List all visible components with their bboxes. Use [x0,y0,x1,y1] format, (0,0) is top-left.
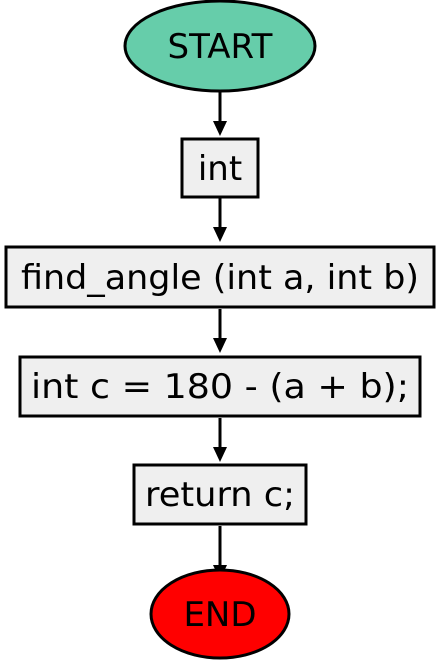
start-node-label: START [168,27,273,67]
return-c-node: return c; [132,463,308,526]
find-angle-node-label: find_angle (int a, int b) [21,258,419,298]
edge-start-to-int [213,92,227,136]
return-c-node-shape [132,463,308,526]
start-node-shape [123,0,317,93]
edge-int-to-find-angle [213,198,227,242]
end-node-label: END [183,595,256,635]
end-node: END [149,568,291,660]
return-c-node-label: return c; [145,475,295,515]
edge-compute-c-to-return-c [213,418,227,462]
find-angle-node: find_angle (int a, int b) [4,245,436,309]
int-node: int [180,137,260,199]
compute-c-node-shape [18,355,422,418]
find-angle-node-shape [4,245,436,309]
compute-c-node-label: int c = 180 - (a + b); [31,367,409,407]
int-node-label: int [198,149,242,189]
start-node: START [123,0,317,93]
edge-find-angle-to-compute-c [213,309,227,353]
int-node-shape [180,137,260,199]
end-node-shape [149,568,291,660]
compute-c-node: int c = 180 - (a + b); [18,355,422,418]
